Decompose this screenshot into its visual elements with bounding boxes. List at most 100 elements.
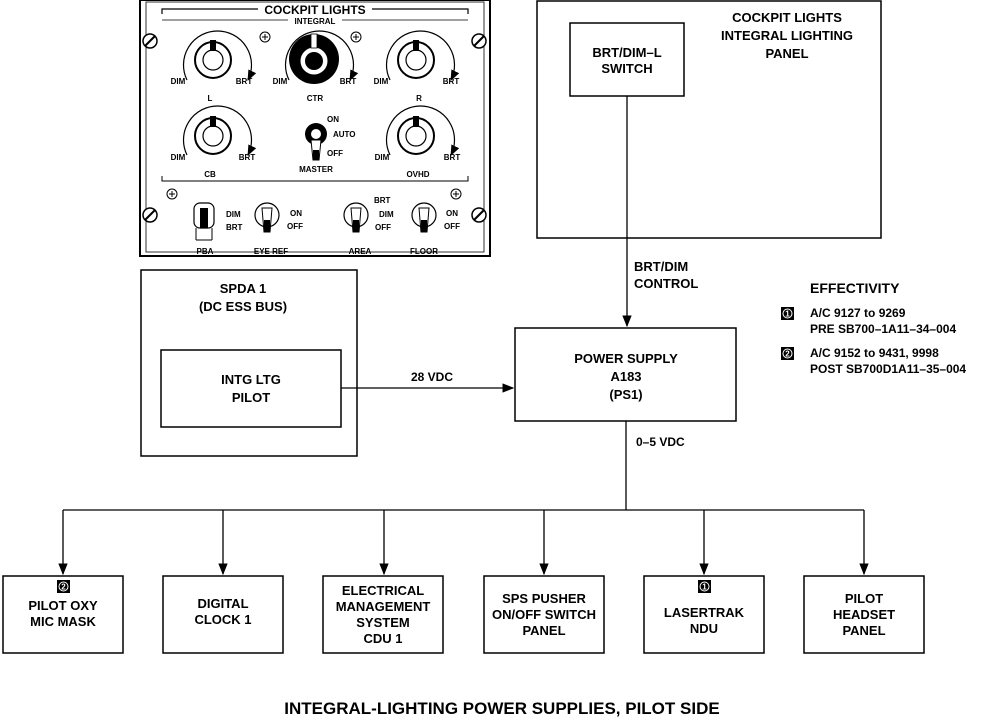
toggle-floor: ON OFF FLOOR	[410, 202, 460, 256]
load-box-pilot-headset: PILOT HEADSET PANEL	[803, 575, 925, 654]
effectivity-marker: 1	[702, 583, 707, 592]
effectivity-marker: 2	[785, 350, 790, 359]
screw-icon	[142, 33, 158, 49]
brt-label: BRT	[239, 153, 256, 162]
effectivity-marker: 2	[61, 583, 66, 592]
toggle-down-label: BRT	[226, 223, 243, 232]
breaker-label-line: INTG LTG	[221, 372, 281, 387]
spda-title-line: SPDA 1	[220, 281, 266, 296]
master-off-label: OFF	[327, 149, 343, 158]
panel-subheading: INTEGRAL	[295, 17, 336, 26]
master-auto-label: AUTO	[333, 130, 356, 139]
effectivity-line: POST SB700D1A11–35–004	[810, 362, 966, 376]
panel-box-title-line: PANEL	[765, 46, 808, 61]
effectivity-note: 2 A/C 9152 to 9431, 9998 POST SB700D1A11…	[781, 346, 966, 376]
load-label-line: PILOT OXY	[28, 598, 98, 613]
panel-box-title-line: INTEGRAL LIGHTING	[721, 28, 853, 43]
toggle-pba: DIM BRT PBA	[193, 202, 243, 256]
load-label-line: PANEL	[842, 623, 885, 638]
power-supply-box: POWER SUPPLY A183 (PS1)	[514, 327, 737, 422]
toggle-up-label: ON	[290, 209, 302, 218]
load-label-line: ON/OFF SWITCH	[492, 607, 596, 622]
knob-left: DIM BRT L	[171, 30, 257, 103]
load-box-sps-pusher: SPS PUSHER ON/OFF SWITCH PANEL	[483, 575, 605, 654]
knob-left-label: L	[208, 94, 213, 103]
knob-center: DIM BRT CTR	[273, 30, 359, 103]
effectivity-note: 1 A/C 9127 to 9269 PRE SB700–1A11–34–004	[781, 306, 956, 336]
dim-label: DIM	[273, 77, 288, 86]
cockpit-lights-panel-box: COCKPIT LIGHTS INTEGRAL LIGHTING PANEL B…	[536, 0, 882, 239]
screw-icon	[450, 188, 462, 200]
effectivity-line: A/C 9152 to 9431, 9998	[810, 346, 939, 360]
cockpit-lights-panel-illustration: COCKPIT LIGHTS INTEGRAL DIM BRT L	[139, 0, 491, 257]
toggle-down-label: OFF	[375, 223, 391, 232]
dim-label: DIM	[171, 153, 186, 162]
spda-title-line: (DC ESS BUS)	[199, 299, 287, 314]
toggle-pba-label: PBA	[197, 247, 214, 256]
knob-ovhd: DIM BRT OVHD	[375, 105, 461, 179]
master-label: MASTER	[299, 165, 333, 174]
brt-label: BRT	[444, 153, 461, 162]
load-label-line: DIGITAL	[197, 596, 248, 611]
load-label-line: PANEL	[522, 623, 565, 638]
toggle-floor-label: FLOOR	[410, 247, 438, 256]
screw-icon	[471, 207, 487, 223]
toggle-area: BRT DIM OFF AREA	[343, 196, 394, 256]
breaker-label-line: PILOT	[232, 390, 270, 405]
load-box-lasertrak: 1 LASERTRAK NDU	[643, 575, 765, 654]
load-label-line: NDU	[690, 621, 718, 636]
effectivity-notes: EFFECTIVITY 1 A/C 9127 to 9269 PRE SB700…	[781, 280, 966, 376]
screw-icon	[166, 188, 178, 200]
power-supply-line: A183	[610, 369, 641, 384]
dim-label: DIM	[171, 77, 186, 86]
toggle-eye-ref-label: EYE REF	[254, 247, 288, 256]
toggle-eye-ref: ON OFF EYE REF	[254, 202, 303, 256]
knob-right: DIM BRT R	[374, 30, 460, 103]
knob-cb: DIM BRT CB	[171, 105, 257, 179]
brt-label: BRT	[443, 77, 460, 86]
toggle-down-label: OFF	[444, 222, 460, 231]
brt-label: BRT	[236, 77, 253, 86]
effectivity-line: PRE SB700–1A11–34–004	[810, 322, 956, 336]
screw-icon	[142, 207, 158, 223]
connector-lines	[58, 96, 869, 576]
diagram-title: INTEGRAL-LIGHTING POWER SUPPLIES, PILOT …	[284, 699, 719, 718]
input-voltage-label: 28 VDC	[411, 370, 453, 384]
load-label-line: CDU 1	[363, 631, 402, 646]
load-label-line: SYSTEM	[356, 615, 409, 630]
power-supply-line: (PS1)	[609, 387, 642, 402]
load-label-line: HEADSET	[833, 607, 895, 622]
load-label-line: PILOT	[845, 591, 883, 606]
load-label-line: CLOCK 1	[194, 612, 251, 627]
knob-ovhd-label: OVHD	[406, 170, 429, 179]
switch-label-line: SWITCH	[601, 61, 652, 76]
load-box-pilot-oxy: 2 PILOT OXY MIC MASK	[2, 575, 124, 654]
effectivity-heading: EFFECTIVITY	[810, 280, 900, 296]
effectivity-marker: 1	[785, 310, 790, 319]
load-box-ems-cdu: ELECTRICAL MANAGEMENT SYSTEM CDU 1	[322, 575, 444, 654]
switch-label-line: BRT/DIM–L	[592, 45, 661, 60]
toggle-area-label: AREA	[349, 247, 372, 256]
screw-icon	[471, 33, 487, 49]
toggle-top-label: BRT	[374, 196, 391, 205]
knob-right-label: R	[416, 94, 422, 103]
panel-heading: COCKPIT LIGHTS	[264, 3, 365, 17]
load-label-line: LASERTRAK	[664, 605, 745, 620]
brt-label: BRT	[340, 77, 357, 86]
toggle-up-label: DIM	[379, 210, 394, 219]
master-switch: ON AUTO OFF MASTER	[299, 115, 355, 174]
screw-icon	[350, 31, 362, 43]
load-label-line: SPS PUSHER	[502, 591, 586, 606]
screw-icon	[259, 31, 271, 43]
panel-box-title-line: COCKPIT LIGHTS	[732, 10, 842, 25]
load-box-digital-clock: DIGITAL CLOCK 1	[162, 575, 284, 654]
toggle-up-label: DIM	[226, 210, 241, 219]
spda-box: SPDA 1 (DC ESS BUS) INTG LTG PILOT	[140, 269, 358, 457]
brt-dim-switch-box: BRT/DIM–L SWITCH	[569, 22, 685, 97]
output-voltage-label: 0–5 VDC	[636, 435, 685, 449]
effectivity-line: A/C 9127 to 9269	[810, 306, 906, 320]
toggle-down-label: OFF	[287, 222, 303, 231]
dim-label: DIM	[375, 153, 390, 162]
dim-label: DIM	[374, 77, 389, 86]
